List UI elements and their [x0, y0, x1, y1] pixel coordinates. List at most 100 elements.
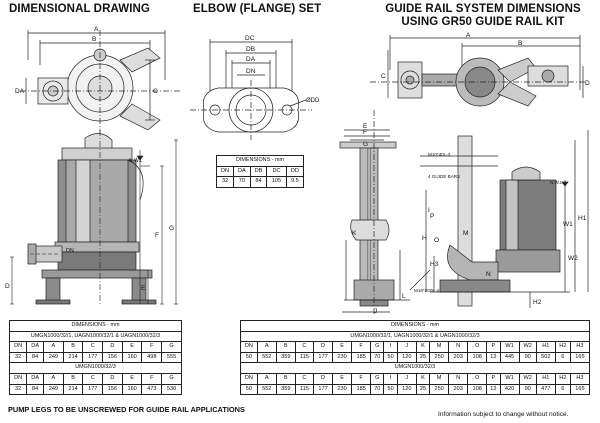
guide-rail-heading-line2: USING GR50 GUIDE RAIL KIT: [401, 16, 565, 28]
dim-g-label-right: G: [363, 141, 368, 148]
table-cell: 156: [102, 383, 123, 396]
table-cell: 25: [415, 383, 431, 396]
dim-k-label: K: [352, 230, 357, 237]
table-cell: 25: [415, 351, 431, 364]
dim-da-label-left: DA: [15, 88, 25, 95]
table-cell: 50: [240, 351, 258, 364]
table-cell: 249: [43, 351, 64, 364]
table-cell: 185: [351, 383, 372, 396]
table-cell: D: [313, 372, 334, 385]
table-cell: H1: [535, 341, 556, 353]
table-cell: G: [370, 341, 385, 353]
table-cell: A: [43, 341, 64, 353]
disclaimer: Information subject to change without no…: [438, 411, 569, 418]
table-cell: B: [62, 341, 84, 353]
m16-label: M16*200L-4: [414, 288, 439, 293]
dim-h-label: H: [422, 235, 427, 242]
dim-i-label: I: [428, 207, 430, 214]
dim-da-label-elbow: DA: [246, 56, 256, 63]
table-cell: B: [62, 372, 84, 385]
table-cell: 250: [429, 351, 450, 364]
dim-e-label: E: [141, 285, 146, 292]
table-cell: 359: [275, 383, 296, 396]
table-cell: P: [486, 372, 501, 385]
table-cell: A: [43, 372, 64, 385]
elbow-drawing: DC DB DA DN ØDD: [190, 35, 320, 140]
table-cell: 108: [467, 383, 488, 396]
nwl-label-left: N.W.L: [129, 158, 143, 164]
table-cell: A: [256, 341, 277, 353]
table-cell: 250: [429, 383, 450, 396]
guide-rail-drawing: A B C D E F G M10*40L-2 4 GUIDE BARS N.W…: [339, 32, 590, 315]
table-left-header-row-2: DN DA A B C D E F G: [8, 372, 182, 385]
table-elbow-title: DIMENSIONS - mm: [216, 155, 304, 167]
table-cell: E: [332, 341, 353, 353]
table-cell: 165: [569, 351, 591, 364]
table-cell: DA: [26, 341, 45, 353]
table-cell: DN: [8, 341, 28, 353]
table-cell: 13: [486, 351, 501, 364]
dim-d-label-right: D: [585, 80, 590, 87]
dim-p-label: P: [430, 213, 434, 220]
dim-g-label: G: [169, 225, 174, 232]
dim-o-label: O: [434, 237, 439, 244]
dim-f-label-right: F: [363, 129, 367, 136]
table-left-title: DIMENSIONS - mm: [9, 320, 182, 332]
table-cell: 84: [249, 176, 268, 188]
table-cell: 214: [62, 383, 84, 396]
table-cell: H2: [554, 372, 571, 385]
table-cell: DB: [249, 165, 268, 178]
table-cell: P: [486, 341, 501, 353]
table-cell: J: [396, 372, 417, 385]
table-cell: 90: [518, 383, 537, 396]
table-cell: C: [82, 341, 104, 353]
table-cell: I: [383, 341, 398, 353]
table-right-subtitle2: UMGN1000/32/3: [240, 362, 590, 374]
table-cell: 90: [518, 351, 537, 364]
dim-c-label-right: C: [381, 73, 386, 80]
table-cell: 530: [161, 383, 182, 396]
table-cell: B: [275, 341, 296, 353]
table-cell: 177: [313, 383, 334, 396]
table-cell: 70: [370, 383, 385, 396]
table-cell: 473: [141, 383, 163, 396]
table-cell: 230: [332, 351, 353, 364]
table-cell: E: [121, 341, 143, 353]
table-cell: H2: [554, 341, 571, 353]
dim-a-label-right: A: [466, 32, 471, 39]
table-cell: 445: [499, 351, 520, 364]
table-cell: 32: [215, 176, 235, 188]
table-cell: DD: [285, 165, 305, 178]
dim-b-label-right: B: [518, 40, 522, 47]
dim-h1-label: H1: [578, 215, 587, 222]
pump-drawings-left: A B C DA: [5, 26, 180, 306]
table-cell: 50: [240, 383, 258, 396]
dim-c-label-left: C: [153, 88, 158, 95]
dim-h3-label: H3: [430, 261, 439, 268]
dim-h2-label: H2: [533, 299, 542, 306]
table-cell: W2: [518, 372, 537, 385]
table-cell: 420: [499, 383, 520, 396]
table-cell: 160: [121, 351, 143, 364]
table-cell: D: [102, 341, 123, 353]
table-cell: 160: [121, 383, 143, 396]
table-cell: 70: [370, 351, 385, 364]
table-cell: 177: [313, 351, 334, 364]
table-cell: 32: [8, 383, 28, 396]
m10-label: M10*40L-2: [428, 152, 451, 157]
table-cell: 115: [294, 383, 315, 396]
table-cell: DN: [240, 341, 258, 353]
table-cell: 6: [554, 351, 571, 364]
table-cell: D: [102, 372, 123, 385]
guide-bars-label: 4 GUIDE BARS: [428, 174, 460, 179]
table-cell: F: [351, 372, 372, 385]
table-cell: G: [161, 341, 182, 353]
table-cell: DA: [26, 372, 45, 385]
table-row: 32 84 249 214 177 156 160 473 530: [8, 383, 182, 396]
table-cell: 203: [448, 351, 469, 364]
table-cell: 477: [535, 383, 556, 396]
table-cell: 32: [8, 351, 28, 364]
table-cell: N: [448, 341, 469, 353]
